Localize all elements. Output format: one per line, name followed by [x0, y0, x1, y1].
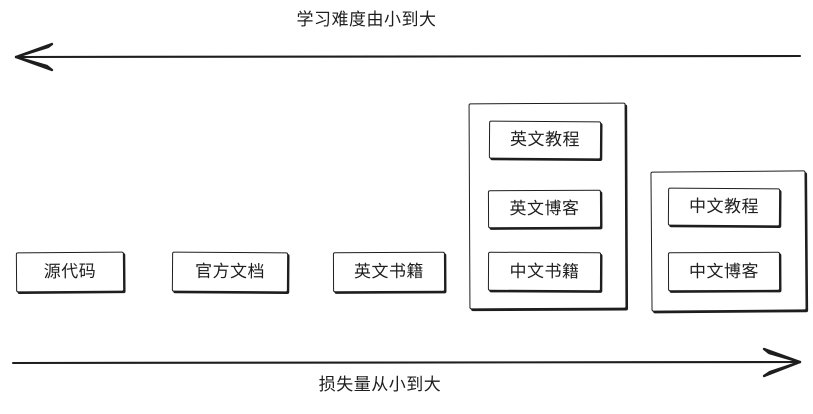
node-chinese-books[interactable]: 中文书籍: [487, 251, 602, 292]
node-label-official-docs: 官方文档: [194, 261, 266, 282]
node-english-blogs[interactable]: 英文博客: [487, 189, 602, 229]
node-label-english-books: 英文书籍: [353, 261, 425, 282]
node-label-chinese-blogs: 中文博客: [688, 261, 760, 281]
node-official-docs[interactable]: 官方文档: [171, 251, 289, 293]
node-chinese-tutorials[interactable]: 中文教程: [667, 187, 781, 227]
node-english-books[interactable]: 英文书籍: [332, 251, 446, 293]
node-english-tutorials[interactable]: 英文教程: [488, 120, 602, 160]
node-label-english-blogs: 英文博客: [509, 198, 580, 219]
node-label-chinese-tutorials: 中文教程: [688, 196, 760, 217]
bottom-axis-label: 损失量从小到大: [318, 375, 442, 394]
node-label-chinese-books: 中文书籍: [509, 261, 580, 281]
top-axis-label: 学习难度由小到大: [296, 10, 437, 29]
node-label-english-tutorials: 英文教程: [509, 129, 581, 150]
top-axis-arrow: [14, 42, 802, 72]
node-source-code[interactable]: 源代码: [15, 251, 125, 293]
node-label-source-code: 源代码: [43, 261, 97, 282]
node-chinese-blogs[interactable]: 中文博客: [667, 251, 781, 292]
